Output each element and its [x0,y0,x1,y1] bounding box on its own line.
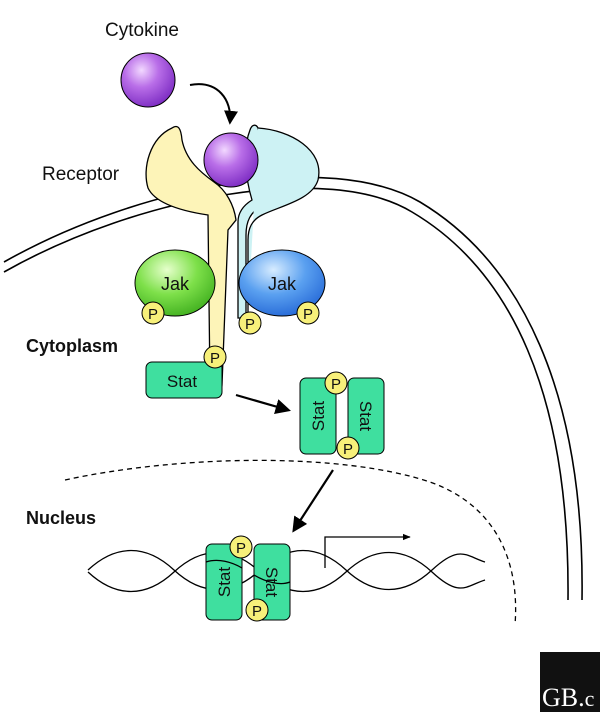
cytokine-label: Cytokine [105,20,179,41]
svg-text:P: P [303,306,313,323]
nuclear-translocation-arrow [292,469,334,533]
svg-text:P: P [245,316,255,333]
jak-left-label: Jak [161,274,190,294]
svg-text:Stat: Stat [215,567,234,598]
phospho-receptor-left: P [203,345,227,369]
svg-text:Stat: Stat [309,401,328,432]
svg-text:P: P [210,350,220,367]
svg-text:P: P [148,306,158,323]
cell-membrane [3,176,583,601]
svg-text:GB.c: GB.c [542,683,595,712]
stat-dimer-nucleus: Stat Stat P P [205,535,291,622]
phospho-receptor-right: P [238,311,262,335]
jak-right [238,249,326,317]
jak-right-label: Jak [268,274,297,294]
svg-text:P: P [331,376,341,393]
receptor-label: Receptor [42,164,120,185]
stat-monomer [145,361,223,399]
phospho-jak-left: P [141,301,165,325]
stat-dimer-cytoplasm: Stat Stat P P [299,371,385,460]
dna-front-strands [205,559,291,585]
jak-left [134,249,216,317]
cytoplasm-label: Cytoplasm [26,336,118,356]
logo-main-text: GB. [542,683,585,712]
svg-text:Stat: Stat [356,401,375,432]
svg-text:P: P [343,441,353,458]
phospho-jak-right: P [296,301,320,325]
transcription-arrow [324,533,411,568]
binding-arrow [189,83,238,125]
nuclear-envelope [64,459,517,626]
dna-helix [87,550,486,592]
gb-logo: GB.c [540,652,600,712]
svg-text:P: P [236,540,246,557]
cytokine-bound [203,132,259,188]
stat-monomer-label: Stat [167,372,198,391]
svg-text:P: P [252,603,262,620]
dimerization-arrow [235,393,291,414]
cytokine-free [120,52,176,108]
nucleus-label: Nucleus [26,508,96,528]
logo-tail-text: c [585,686,595,711]
